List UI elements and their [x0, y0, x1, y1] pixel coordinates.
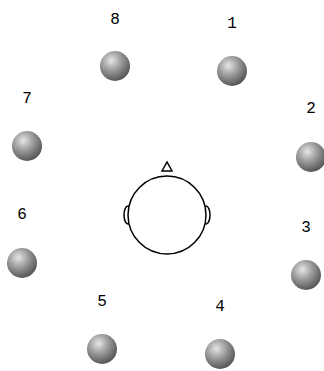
speaker-sphere — [217, 56, 247, 86]
callout-number: 1 — [227, 15, 237, 33]
head — [128, 176, 206, 254]
callout-number: 7 — [22, 90, 32, 108]
callout-number: 5 — [97, 293, 107, 311]
callout-number: 4 — [215, 298, 225, 316]
speaker-sphere — [205, 339, 235, 369]
callout-number: 6 — [17, 206, 27, 224]
callout-number: 2 — [306, 100, 316, 118]
speaker-sphere — [7, 248, 37, 278]
callout-number: 8 — [110, 11, 120, 29]
callout-number: 3 — [301, 219, 311, 237]
speaker-spheres — [7, 51, 324, 369]
listener-head — [124, 162, 210, 254]
speaker-sphere — [12, 131, 42, 161]
speaker-sphere — [296, 142, 324, 172]
speaker-sphere — [87, 334, 117, 364]
speaker-sphere — [100, 51, 130, 81]
nose — [162, 162, 172, 171]
speaker-sphere — [291, 260, 321, 290]
